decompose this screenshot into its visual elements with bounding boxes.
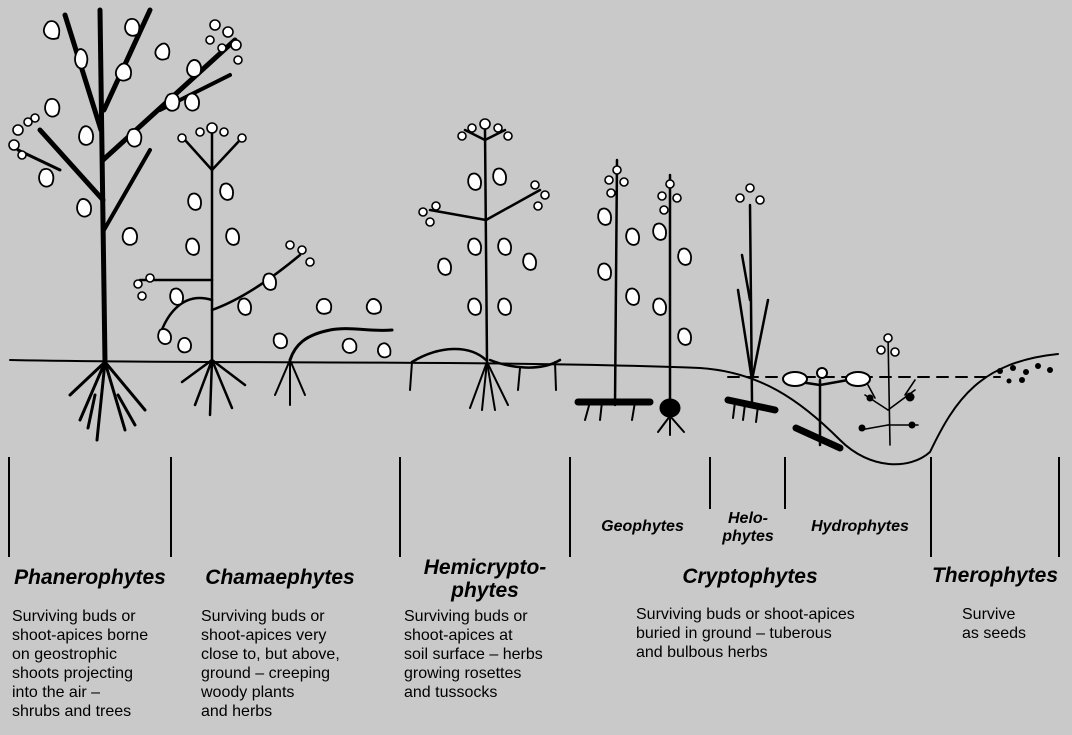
geophyte-bulb (660, 399, 680, 417)
submerged-plant (860, 335, 918, 445)
geophyte-leaves (598, 208, 691, 344)
title-phanerophytes: Phanerophytes (5, 566, 175, 589)
divider-8 (1058, 457, 1060, 557)
subgroup-hydrophytes: Hydrophytes (795, 518, 925, 536)
tree-roots (70, 362, 145, 440)
title-cryptophytes: Cryptophytes (660, 565, 840, 588)
hydrophyte-lily (796, 380, 848, 448)
chamaephyte-creeper (290, 329, 392, 360)
hemicryptophyte-plant (412, 130, 560, 368)
divider-7 (930, 457, 932, 557)
tree-leaves (39, 19, 201, 245)
hemicryptophyte-roots (410, 362, 556, 410)
desc-hemicryptophytes: Surviving buds or shoot-apices at soil s… (404, 607, 569, 702)
title-hemicryptophytes: Hemicrypto- phytes (405, 556, 565, 602)
divider-4 (569, 457, 571, 557)
title-therophytes: Therophytes (925, 564, 1065, 587)
title-chamaephytes: Chamaephytes (195, 566, 365, 589)
ground-line (10, 354, 1058, 464)
desc-phanerophytes: Surviving buds or shoot-apices borne on … (12, 607, 177, 721)
chamaephyte-roots (182, 360, 245, 415)
chamaephyte-shrub (140, 130, 300, 360)
subgroup-geophytes: Geophytes (580, 518, 705, 536)
chamaephyte-leaves (158, 183, 390, 357)
divider-2 (170, 457, 172, 557)
subgroup-helophytes: Helo- phytes (708, 510, 788, 546)
helophyte-flowers (736, 184, 764, 204)
geophyte-plants (578, 160, 670, 405)
divider-3 (399, 457, 401, 557)
helophyte-reed (728, 205, 775, 410)
desc-cryptophytes: Surviving buds or shoot-apices buried in… (636, 605, 916, 662)
divider-5 (709, 457, 711, 509)
divider-6 (784, 457, 786, 509)
desc-therophytes: Survive as seeds (962, 605, 1057, 643)
desc-chamaephytes: Surviving buds or shoot-apices very clos… (201, 607, 376, 721)
divider-1 (8, 457, 10, 557)
plant-illustrations (0, 0, 1072, 470)
creeper-roots (275, 360, 305, 405)
chamaephyte-flowers (134, 123, 314, 300)
